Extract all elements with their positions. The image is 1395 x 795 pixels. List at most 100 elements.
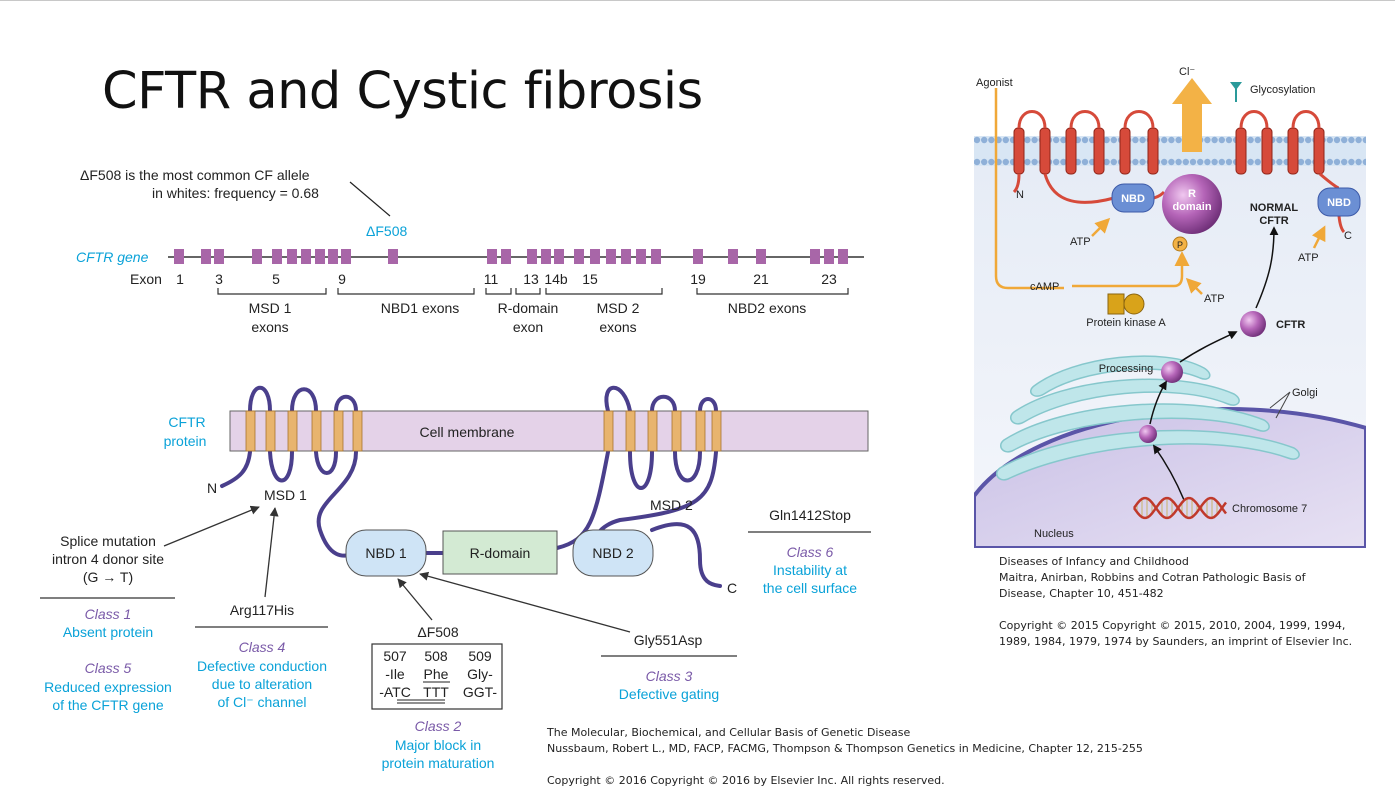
exon-box bbox=[621, 249, 631, 264]
lipid-head bbox=[981, 136, 988, 144]
membrane-helix bbox=[1147, 127, 1159, 175]
df508-arrow bbox=[397, 578, 433, 621]
exon-box bbox=[590, 249, 600, 264]
c-terminus: C bbox=[727, 580, 737, 596]
pka-label: Protein kinase A bbox=[1086, 317, 1166, 329]
n-terminus: N bbox=[207, 480, 217, 496]
exon-number: 5 bbox=[272, 271, 280, 287]
nbd-right-label: NBD bbox=[1327, 197, 1351, 209]
class3-desc: Defective gating bbox=[619, 686, 719, 702]
class2-desc-1: Major block in bbox=[395, 737, 481, 753]
extracellular-loop bbox=[1017, 110, 1047, 129]
codon-num-509: 509 bbox=[468, 648, 492, 664]
slide-title: CFTR and Cystic fibrosis bbox=[102, 62, 703, 121]
phosphate bbox=[1172, 236, 1188, 252]
to-membrane-arrow bbox=[1255, 226, 1279, 309]
nbd1-label: NBD 1 bbox=[365, 545, 406, 561]
agonist-label: Agonist bbox=[976, 77, 1013, 89]
gly551-label: Gly551Asp bbox=[634, 632, 703, 648]
membrane-helix bbox=[1119, 127, 1131, 175]
extracellular-loop bbox=[1239, 110, 1269, 129]
golgi-label: Golgi bbox=[1292, 387, 1318, 399]
exon-number: 21 bbox=[753, 271, 769, 287]
group-rdomain: R-domain bbox=[498, 300, 559, 316]
lipid-head bbox=[1297, 136, 1305, 144]
lipid-head bbox=[974, 158, 981, 166]
exon-label: Exon bbox=[130, 271, 162, 287]
group-msd2: MSD 2 bbox=[597, 300, 640, 316]
splice-arrow bbox=[163, 505, 260, 547]
codon-num-507: 507 bbox=[383, 648, 407, 664]
exon-box bbox=[527, 249, 537, 264]
lipid-head bbox=[974, 136, 981, 144]
protein-chain bbox=[220, 385, 722, 588]
chromosome-arrow bbox=[1152, 444, 1185, 501]
right-citation-line-3: Disease, Chapter 10, 451-482 bbox=[999, 587, 1164, 600]
lipid-head bbox=[1139, 136, 1146, 144]
lipid-head bbox=[1254, 158, 1261, 166]
exon-number: 11 bbox=[484, 271, 499, 287]
exon-number: 9 bbox=[338, 271, 346, 287]
df508-pointer bbox=[349, 181, 391, 217]
lipid-head bbox=[1053, 136, 1060, 144]
group-rdomain-exon: exon bbox=[513, 319, 543, 335]
class2-desc-2: protein maturation bbox=[382, 755, 495, 771]
lipid-head bbox=[1218, 158, 1225, 166]
lipid-head bbox=[1355, 136, 1362, 144]
transmembrane-helix bbox=[625, 410, 636, 452]
lipid-head bbox=[1182, 158, 1189, 166]
lipid-head bbox=[1132, 158, 1139, 166]
bottom-citation-line-1: The Molecular, Biochemical, and Cellular… bbox=[547, 726, 911, 739]
nbd2-label: NBD 2 bbox=[592, 545, 633, 561]
lipid-head bbox=[1225, 158, 1233, 166]
nbd-left-label: NBD bbox=[1121, 193, 1145, 205]
codon-dna-atc: -ATC bbox=[379, 684, 411, 700]
exon-number: 13 bbox=[523, 271, 539, 287]
transmembrane-helix bbox=[245, 410, 256, 452]
exon-box bbox=[315, 249, 325, 264]
lipid-head bbox=[1362, 136, 1366, 144]
exon-box bbox=[824, 249, 834, 264]
membrane-helix bbox=[1039, 127, 1051, 175]
cell-membrane bbox=[229, 410, 869, 452]
gly551-arrow bbox=[419, 571, 631, 633]
cftr-vesicle-label: CFTR bbox=[1276, 319, 1305, 331]
camp-arrow bbox=[1072, 251, 1190, 288]
exon-box bbox=[341, 249, 351, 264]
cftr-vesicle bbox=[1240, 311, 1266, 337]
lipid-head bbox=[1132, 136, 1139, 144]
exon-box bbox=[636, 249, 646, 264]
membrane-helix bbox=[1287, 127, 1299, 175]
r-domain-ball bbox=[1162, 174, 1222, 234]
exon-box bbox=[728, 249, 738, 264]
lipid-head bbox=[1060, 158, 1067, 166]
exon-box bbox=[328, 249, 338, 264]
lipid-head bbox=[1218, 136, 1225, 144]
lipid-head bbox=[1197, 158, 1204, 166]
exon-box bbox=[541, 249, 551, 264]
exon-box bbox=[810, 249, 820, 264]
golgi-vesicle bbox=[1139, 425, 1157, 443]
membrane-helix bbox=[1065, 127, 1077, 175]
lipid-head bbox=[1161, 158, 1168, 166]
lipid-head bbox=[988, 158, 995, 166]
r-domain-label: R-domain bbox=[470, 545, 531, 561]
class6-desc-2: the cell surface bbox=[763, 580, 857, 596]
lipid-head bbox=[1161, 136, 1168, 144]
chromosome-label: Chromosome 7 bbox=[1232, 503, 1307, 515]
slide-top-border bbox=[0, 0, 1395, 1]
exon-box bbox=[388, 249, 398, 264]
df508-protein-label: ΔF508 bbox=[417, 624, 458, 640]
lipid-head bbox=[1211, 158, 1218, 166]
atp-pka: ATP bbox=[1204, 293, 1225, 305]
exon-box bbox=[693, 249, 703, 264]
codon-dna-ttt: TTT bbox=[423, 684, 449, 700]
agonist-path bbox=[994, 88, 1064, 290]
lipid-head bbox=[1081, 158, 1089, 166]
nbd-left bbox=[1111, 183, 1155, 213]
exon-box bbox=[201, 249, 211, 264]
r-domain-label-1: R bbox=[1188, 188, 1196, 200]
bottom-citation: The Molecular, Biochemical, and Cellular… bbox=[547, 725, 1143, 757]
cftr-gene-label: CFTR gene bbox=[76, 249, 149, 265]
exon-box bbox=[252, 249, 262, 264]
